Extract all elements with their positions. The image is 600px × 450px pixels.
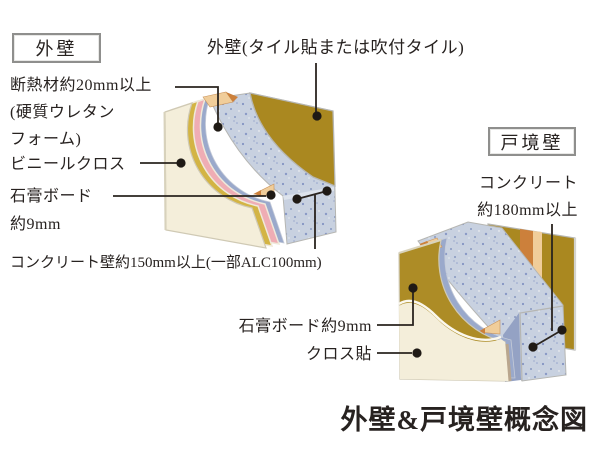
leader-ext-concrete <box>296 190 328 249</box>
leader-lines <box>113 63 567 358</box>
partition-wall-cutaway <box>398 221 577 382</box>
dot-pw-concrete-a <box>528 342 538 352</box>
dot-ext-gypsum <box>266 190 276 200</box>
pw-concrete-label: コンクリート 約180mm以上 <box>477 175 578 219</box>
ext-concrete-label: コンクリート壁約150mm以上(一部ALC100mm) <box>10 255 322 271</box>
dot-vinyl-cloth <box>176 158 186 168</box>
leader-pw-gypsum <box>377 291 414 326</box>
ext-panel-left-edge <box>163 111 167 231</box>
dot-ext-concrete-b <box>322 186 332 196</box>
pw-concrete-end-edge <box>519 305 564 382</box>
vinyl-cloth-label: ビニールクロス <box>10 156 126 173</box>
insulation-label: 断熱材約20mm以上 (硬質ウレタン フォーム) <box>10 77 152 149</box>
pw-cloth-torn-edge <box>398 299 502 341</box>
diagram-title: 外壁&戸境壁概念図 <box>340 405 588 435</box>
leader-pw-concrete <box>532 224 563 348</box>
leader-insulation <box>175 86 219 124</box>
tile-label: 外壁(タイル貼または吹付タイル) <box>207 38 465 57</box>
dot-pw-cloth <box>412 348 422 358</box>
partition-wall-box-label: 戸境壁 <box>488 127 576 156</box>
dot-tile <box>312 111 322 121</box>
ext-gypsum-label: 石膏ボード 約9mm <box>10 188 93 233</box>
pw-cloth-label: クロス貼 <box>305 346 372 363</box>
exterior-wall-box-label: 外壁 <box>12 33 101 63</box>
pw-panel-right-edge <box>505 343 512 382</box>
dot-pw-concrete-b <box>557 325 567 335</box>
exterior-wall-cutaway <box>163 91 337 249</box>
pw-gypsum-label: 石膏ボード約9mm <box>238 318 372 335</box>
dot-ext-concrete-a <box>292 194 302 204</box>
ext-vinyl-cloth-panel <box>164 102 267 249</box>
pw-cloth-panel <box>399 302 509 381</box>
dot-insulation <box>213 122 223 132</box>
pw-board-top-edge <box>398 239 442 254</box>
dot-pw-gypsum <box>408 283 418 293</box>
